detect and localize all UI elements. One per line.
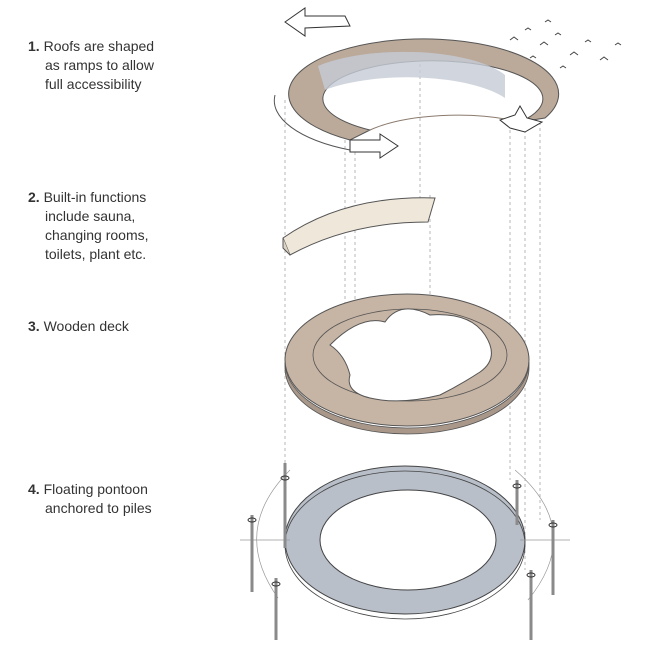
piles: [250, 463, 555, 640]
label-wooden-deck: 3. Wooden deck: [28, 317, 129, 336]
wooden-deck: [284, 293, 530, 435]
label-line: changing rooms,: [45, 227, 149, 243]
arrow-icon: [284, 7, 544, 159]
roof-ramp: [273, 38, 560, 151]
label-line: Built-in functions: [43, 189, 147, 205]
birds: [509, 19, 622, 69]
label-number: 2.: [28, 189, 40, 205]
label-line: anchored to piles: [45, 500, 152, 516]
label-line: Floating pontoon: [43, 481, 148, 497]
label-line: as ramps to allow: [45, 57, 154, 73]
label-line: Roofs are shaped: [43, 38, 155, 54]
label-roofs: 1. Roofs are shaped as ramps to allow fu…: [28, 37, 154, 94]
label-line: full accessibility: [45, 76, 142, 92]
label-number: 3.: [28, 318, 40, 334]
label-line: toilets, plant etc.: [45, 246, 147, 262]
label-number: 4.: [28, 481, 40, 497]
label-built-in-functions: 2. Built-in functions include sauna, cha…: [28, 188, 149, 264]
label-floating-pontoon: 4. Floating pontoon anchored to piles: [28, 480, 152, 518]
pile-rings: [247, 475, 558, 587]
built-in-block: [282, 197, 436, 256]
label-number: 1.: [28, 38, 40, 54]
floating-pontoon: [284, 465, 526, 620]
guide-lines: [284, 40, 541, 570]
label-line: Wooden deck: [43, 318, 129, 334]
label-line: include sauna,: [45, 208, 136, 224]
